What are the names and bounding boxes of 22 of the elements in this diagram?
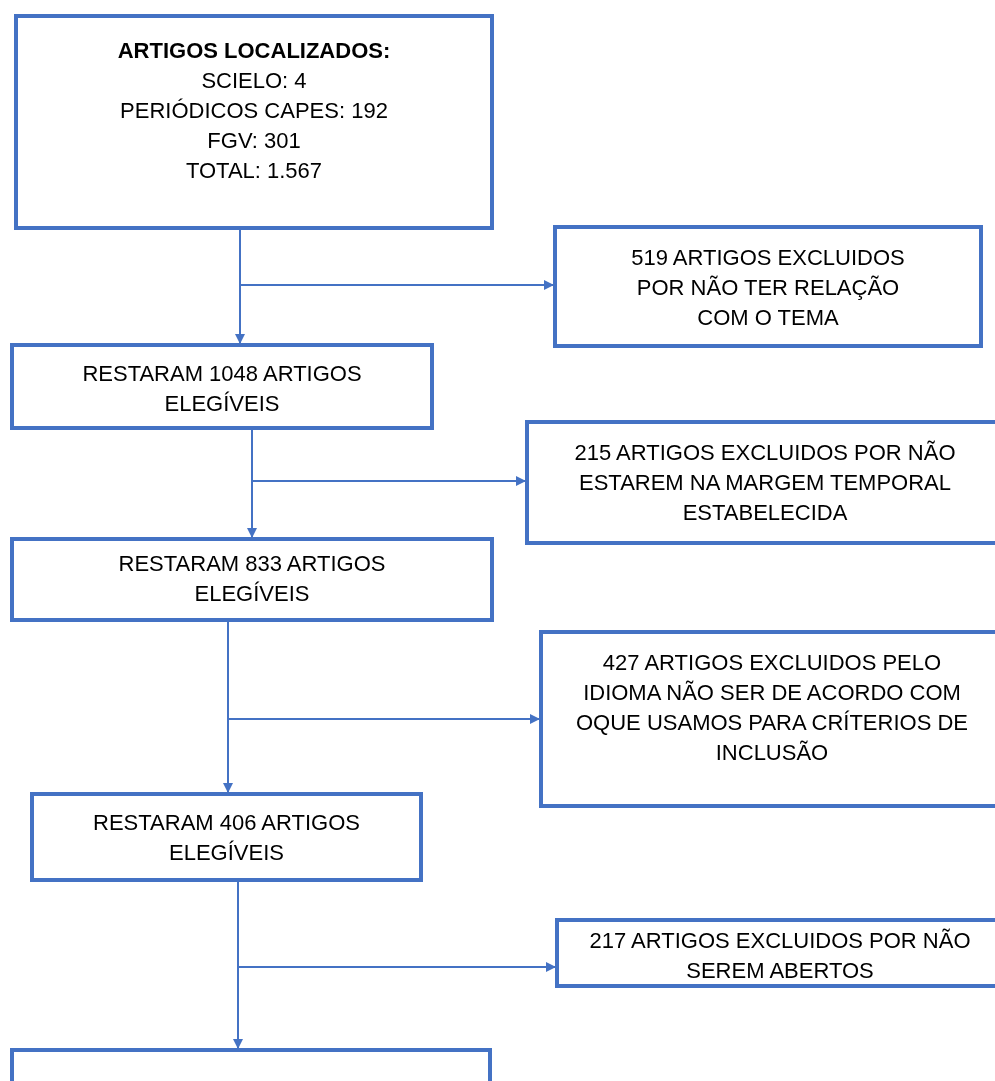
process-box (553, 225, 983, 348)
process-box (10, 343, 434, 430)
process-box (539, 630, 995, 808)
box-heading: ARTIGOS LOCALIZADOS: (117, 37, 391, 65)
box-text: TOTAL: 1.567 (185, 157, 323, 185)
box-text: 217 ARTIGOS EXCLUIDOS POR NÃO SEREM ABERTOS (588, 927, 972, 985)
box-text: RESTARAM 833 ARTIGOS ELEGÍVEIS (117, 550, 387, 608)
process-box (10, 537, 494, 622)
box-text: 519 ARTIGOS EXCLUIDOS POR NÃO TER RELAÇÃO COM O TEMA (630, 244, 906, 332)
arrow (239, 229, 554, 290)
box-text: RESTARAM 406 ARTIGOS ELEGÍVEIS (92, 809, 361, 867)
box-text: 427 ARTIGOS EXCLUIDOS PELO IDIOMA NÃO SER DE ACORDO COM OQUE USAMOS PARA CRÍTERIOS DE INCLUSÃO (575, 649, 969, 767)
process-box (14, 14, 494, 230)
arrow (251, 429, 526, 486)
process-box (30, 792, 423, 882)
process-box (525, 420, 995, 545)
box-text: PERIÓDICOS CAPES: 192 (120, 97, 388, 125)
process-box (555, 918, 995, 988)
box-text: RESTARAM 1048 ARTIGOS ELEGÍVEIS (81, 360, 363, 418)
box-text: 215 ARTIGOS EXCLUIDOS POR NÃO ESTAREM NA MARGEM TEMPORAL ESTABELECIDA (573, 439, 957, 527)
box-text: FGV: 301 (207, 127, 301, 155)
box-text: SCIELO: 4 (201, 67, 307, 95)
